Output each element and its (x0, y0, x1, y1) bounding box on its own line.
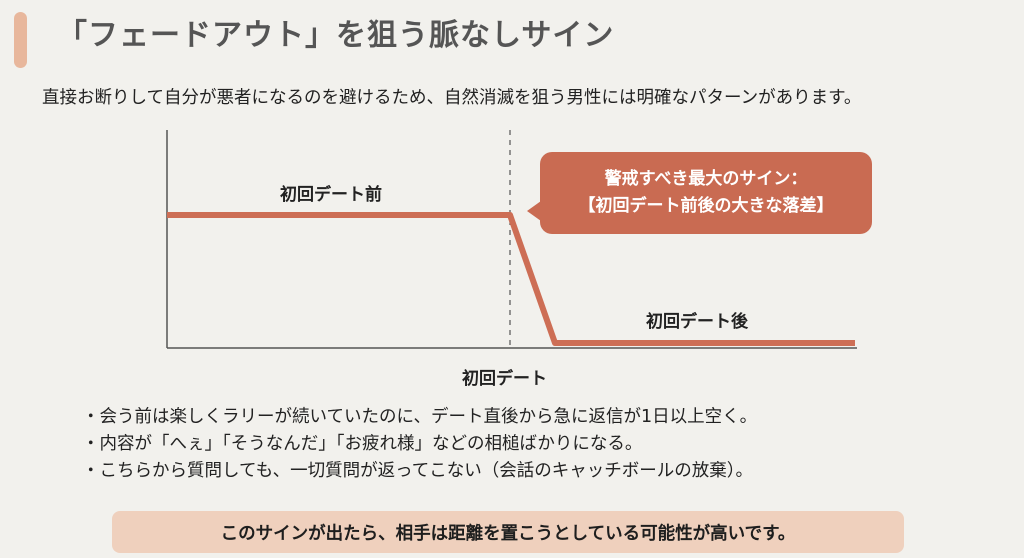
list-item: ・会う前は楽しくラリーが続いていたのに、デート直後から急に返信が1日以上空く。 (82, 407, 758, 427)
interest-line (167, 212, 855, 346)
page-subtitle: 直接お断りして自分が悪者になるのを避けるため、自然消滅を狙う男性には明確なパター… (42, 88, 862, 108)
sign-list: ・会う前は楽しくラリーが続いていたのに、デート直後から急に返信が1日以上空く。 … (82, 404, 757, 485)
callout-line-2: 【初回デート前後の大きな落差】 (578, 196, 834, 216)
x-marker-label: 初回デート (462, 369, 547, 389)
callout-tail (527, 201, 541, 221)
label-after-date: 初回デート後 (646, 312, 748, 332)
title-accent-bar (14, 12, 27, 68)
list-item: ・内容が「へぇ」「そうなんだ」「お疲れ様」などの相槌ばかりになる。 (82, 434, 643, 454)
list-item: ・こちらから質問しても、一切質問が返ってこない（会話のキャッチボールの放棄）。 (82, 461, 753, 481)
label-before-date: 初回デート前 (280, 185, 382, 205)
page-title: 「フェードアウト」を狙う脈なしサイン (57, 18, 615, 53)
warning-callout: 警戒すべき最大のサイン： 【初回デート前後の大きな落差】 (540, 152, 872, 234)
callout-line-1: 警戒すべき最大のサイン： (604, 169, 808, 189)
conclusion-banner: このサインが出たら、相手は距離を置こうとしている可能性が高いです。 (112, 511, 904, 553)
